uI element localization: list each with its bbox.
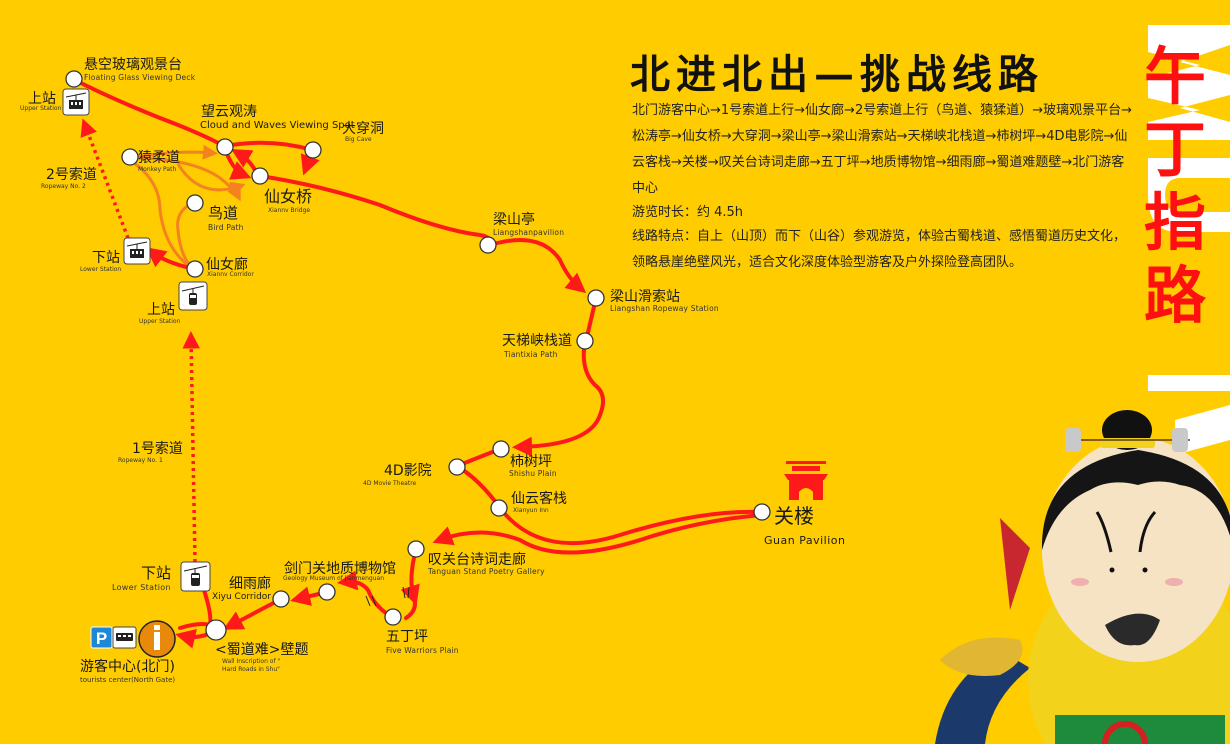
label-ropeway-2-en: Ropeway No. 2 (41, 183, 86, 190)
label-lower-station-1: 下站 (141, 564, 172, 582)
label-floating-glass-en: Floating Glass Viewing Deck (84, 73, 196, 82)
label-tiantixia-en: Tiantixia Path (504, 350, 558, 359)
label-liangshan-pavilion: 梁山亭 (493, 212, 535, 228)
bus-icon (112, 626, 137, 649)
route-description: 北门游客中心→1号索道上行→仙女廊→2号索道上行（鸟道、猿猱道）→玻璃观景平台→… (632, 103, 1133, 196)
label-xiyu-corridor-en: Xiyu Corridor (212, 592, 272, 602)
label-cloud-waves: 望云观涛 (201, 104, 257, 120)
label-geology-museum-en: Geology Museum of Jianmenguan (283, 575, 385, 582)
label-liangshan-ropeway: 梁山滑索站 (610, 289, 680, 305)
label-monkey-path: 猿柔道 (138, 150, 180, 166)
label-4d-movie: 4D影院 (384, 463, 432, 479)
wuding-watermark (1148, 25, 1230, 455)
label-xianyun-inn: 仙云客栈 (511, 491, 567, 507)
label-floating-glass: 悬空玻璃观景台 (84, 57, 182, 73)
label-ropeway-2: 2号索道 (46, 167, 97, 183)
label-xiyu-corridor: 细雨廊 (229, 576, 271, 592)
label-xiannv-bridge-en: Xiannv Bridge (268, 207, 311, 214)
brand-char: 午 (1143, 40, 1206, 113)
label-xiannv-corridor-en: Xiannv Corridor (207, 271, 254, 278)
label-upper-station-1-en: Upper Station (139, 318, 181, 325)
duration-text: 游览时长：约 4.5h (632, 205, 744, 220)
label-ropeway-1-en: Ropeway No. 1 (118, 457, 163, 464)
mascot-illustration (935, 410, 1230, 744)
features-text: 线路特点：自上（山顶）而下（山谷）参观游览，体验古蜀栈道、感悟蜀道历史文化，领略… (632, 229, 1127, 270)
label-guan-pavilion: 关楼 (774, 504, 814, 528)
label-ropeway-1: 1号索道 (132, 441, 183, 457)
label-big-cave-en: Big Cave (345, 136, 372, 143)
label-tourist-center: 游客中心(北门) (80, 659, 175, 675)
label-shishu: 柿树坪 (510, 454, 552, 470)
label-wall-inscription-en1: Wall Inscription of " (222, 658, 281, 665)
label-upper-station-1: 上站 (147, 302, 175, 318)
ropeway-lines (80, 118, 200, 563)
label-wall-inscription-en2: Hard Roads in Shu" (222, 666, 280, 673)
label-upper-station-2-en: Upper Station (20, 105, 62, 112)
label-liangshan-ropeway-en: Liangshan Ropeway Station (610, 304, 719, 313)
cable-car-icons (62, 88, 211, 592)
label-guan-pavilion-en: Guan Pavilion (764, 534, 846, 547)
label-bird-path: 鸟道 (208, 204, 239, 222)
label-upper-station-2: 上站 (28, 91, 56, 107)
page-title: 北进北出—挑战线路 (630, 51, 1044, 98)
brand-char: 丁 (1143, 113, 1206, 186)
parking-icon: P (90, 626, 113, 649)
svg-text:P: P (96, 629, 107, 648)
label-xiannv-bridge: 仙女桥 (264, 187, 313, 206)
label-wall-inscription: <蜀道难>壁题 (215, 642, 309, 658)
label-big-cave: 大穿洞 (342, 121, 384, 137)
guan-pavilion-icon (784, 461, 828, 500)
brand-title: 午 丁 指 路 (1140, 40, 1210, 332)
label-bird-path-en: Bird Path (208, 223, 244, 232)
label-cloud-waves-en: Cloud and Waves Viewing Spot (200, 120, 355, 131)
label-tanguan-en: Tanguan Stand Poetry Gallery (428, 567, 545, 576)
brand-char: 路 (1143, 259, 1206, 332)
brand-char: 指 (1143, 186, 1206, 259)
label-xiannv-corridor: 仙女廊 (206, 257, 248, 273)
label-shishu-en: Shishu Plain (509, 469, 557, 478)
gate-marks (365, 586, 410, 607)
label-geology-museum: 剑门关地质博物馆 (284, 561, 396, 577)
label-tanguan: 叹关台诗词走廊 (428, 552, 526, 568)
orange-paths (129, 144, 246, 270)
label-xianyun-inn-en: Xianyun Inn (513, 507, 549, 514)
label-4d-movie-en: 4D Movie Theatre (363, 480, 417, 487)
label-five-warriors: 五丁坪 (386, 629, 428, 645)
label-tourist-center-en: tourists center(North Gate) (80, 676, 176, 684)
label-tiantixia: 天梯峡栈道 (502, 333, 572, 349)
info-icon (138, 620, 176, 658)
label-lower-station-1-en: Lower Station (112, 583, 171, 592)
label-liangshan-pavilion-en: Liangshanpavilion (493, 228, 565, 237)
label-monkey-path-en: Monkey Path (138, 166, 177, 173)
label-lower-station-2: 下站 (92, 250, 120, 266)
route-nodes (65, 70, 771, 641)
label-lower-station-2-en: Lower Station (80, 266, 122, 273)
label-five-warriors-en: Five Warriors Plain (386, 646, 459, 655)
